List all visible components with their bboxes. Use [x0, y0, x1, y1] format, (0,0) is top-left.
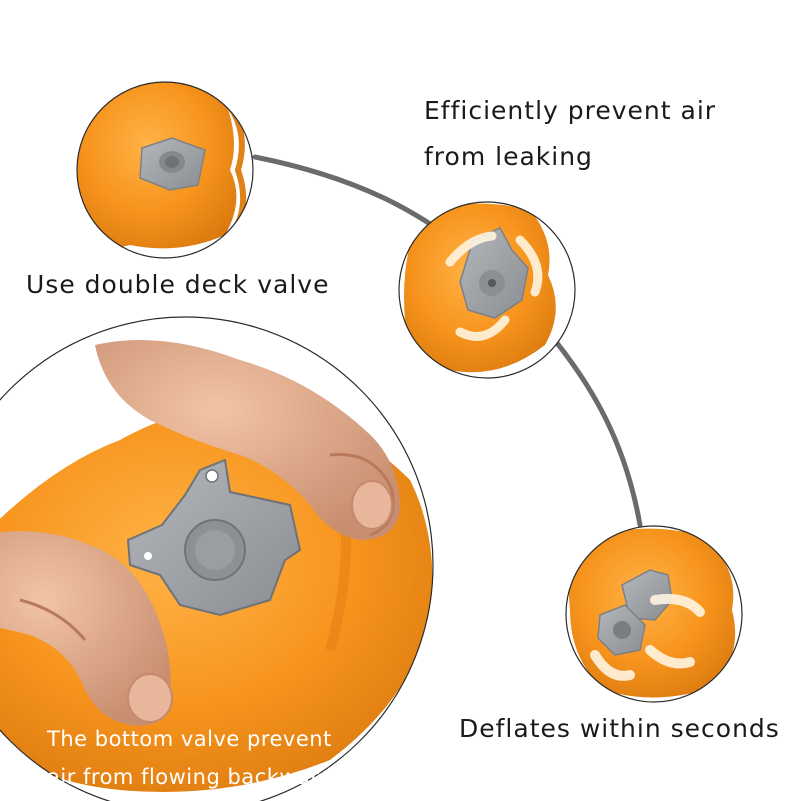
caption-prevent-leaking: Efficiently prevent air from leaking	[424, 88, 716, 180]
bottom-valve-photo	[0, 317, 433, 801]
deflate-valve-frame	[565, 525, 743, 703]
bottom-valve-frame	[0, 316, 434, 801]
double-valve-frame	[398, 201, 576, 379]
valve-closeup-frame	[76, 81, 254, 259]
deflate-valve-photo	[566, 526, 742, 702]
caption-bottom-line2: air from flowing backward	[47, 765, 334, 789]
caption-prevent-line2: from leaking	[424, 142, 593, 171]
caption-prevent-line1: Efficiently prevent air	[424, 96, 717, 125]
caption-deflates: Deflates within seconds	[459, 714, 780, 743]
caption-bottom-valve: The bottom valve prevent air from flowin…	[47, 720, 333, 796]
caption-bottom-line1: The bottom valve prevent	[47, 727, 332, 751]
valve-closeup-photo	[77, 82, 253, 258]
double-valve-photo	[399, 202, 575, 378]
caption-double-deck-valve: Use double deck valve	[26, 270, 330, 299]
